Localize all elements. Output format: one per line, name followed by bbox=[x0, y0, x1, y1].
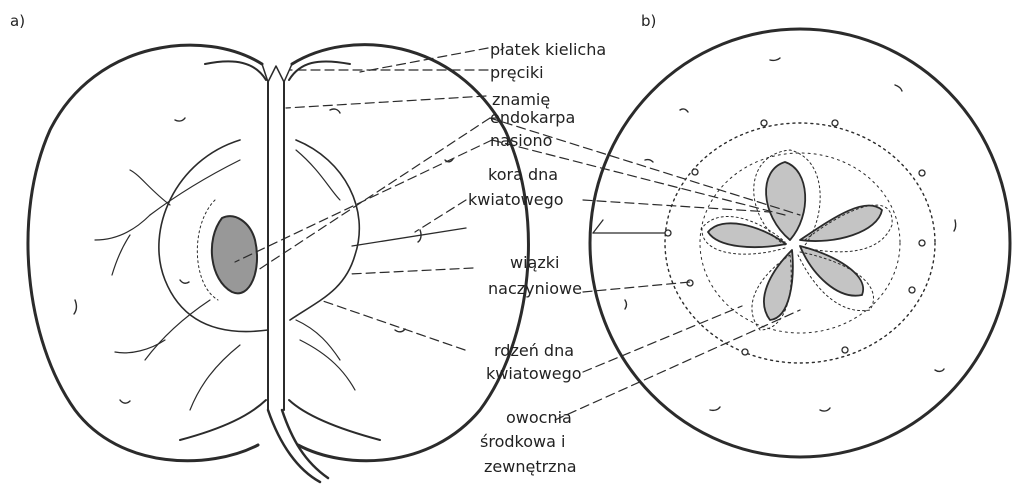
longitudinal-section bbox=[28, 45, 528, 482]
label-owocnia-line3: zewnętrzna bbox=[484, 457, 577, 476]
label-znamie: znamię bbox=[492, 90, 550, 109]
label-endokarpa: endokarpa bbox=[490, 108, 575, 127]
solid-leaders bbox=[352, 220, 665, 246]
label-preciki: pręciki bbox=[490, 63, 544, 82]
dotted-ring bbox=[665, 123, 935, 363]
panel-b-label: b) bbox=[641, 12, 656, 30]
label-nasiono: nasiono bbox=[490, 131, 552, 150]
panel-a-label: a) bbox=[10, 12, 25, 30]
carpels bbox=[708, 162, 882, 320]
apple-cross-outline bbox=[590, 29, 1010, 457]
label-rdzen-line2: kwiatowego bbox=[486, 364, 582, 383]
cross-section bbox=[590, 29, 1010, 457]
label-wiazki-line1: wiązki bbox=[510, 253, 559, 272]
label-kora-dna-line1: kora dna bbox=[488, 165, 558, 184]
label-owocnia-line2: środkowa i bbox=[480, 432, 565, 451]
vascular-bundles-right bbox=[296, 150, 355, 390]
label-platek-kielicha: płatek kielicha bbox=[490, 40, 606, 59]
label-kora-dna-line2: kwiatowego bbox=[468, 190, 564, 209]
label-rdzen-line1: rdzeń dna bbox=[494, 341, 574, 360]
label-owocnia-line1: owocnia bbox=[506, 408, 572, 427]
label-wiazki-line2: naczyniowe bbox=[488, 279, 582, 298]
vascular-dots bbox=[665, 120, 925, 355]
stalk bbox=[268, 410, 320, 482]
